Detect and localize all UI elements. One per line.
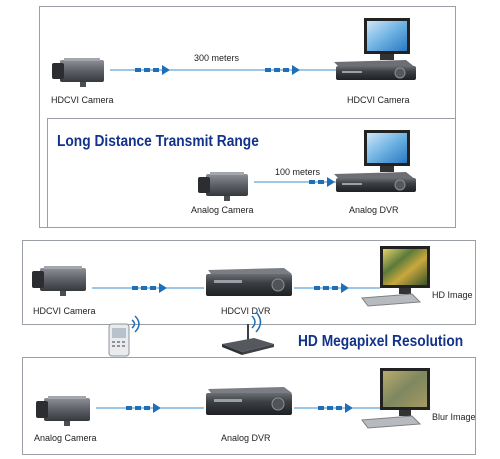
hdcvi-dvr-icon [206, 268, 292, 296]
analog-camera-icon [198, 172, 248, 201]
hdcvi-camera-icon-2 [32, 266, 86, 296]
long-distance-title: Long Distance Transmit Range [57, 133, 259, 150]
hd-monitor-icon [361, 246, 430, 307]
distance-label-300m: 300 meters [194, 53, 240, 63]
row3-source-label: HDCVI Camera [33, 306, 96, 316]
hdcvi-camera-icon [52, 58, 104, 87]
analog-dvr-icon [206, 387, 292, 415]
transmission-link-100m [254, 177, 342, 187]
row4-dest-label: Blur Image [432, 412, 476, 422]
hd-megapixel-title: HD Megapixel Resolution [298, 333, 464, 350]
link-camera-to-hdcvi-dvr [92, 283, 204, 293]
row1-source-label: HDCVI Camera [51, 95, 114, 105]
row4-middle-label: Analog DVR [221, 433, 271, 443]
row2-source-label: Analog Camera [191, 205, 254, 215]
link-dvr-to-hd-monitor [294, 283, 380, 293]
mobile-phone-icon [108, 315, 140, 357]
transmission-link-300m [110, 65, 340, 75]
link-dvr-to-blur-monitor [294, 403, 380, 413]
row1-dest-label: HDCVI Camera [347, 95, 410, 105]
row3-dest-label: HD Image [432, 290, 473, 300]
link-camera-to-analog-dvr [96, 403, 204, 413]
analog-monitor-dvr-icon [334, 130, 416, 192]
row3-middle-label: HDCVI DVR [221, 306, 271, 316]
wireless-router-icon [222, 311, 274, 355]
distance-label-100m: 100 meters [275, 167, 321, 177]
row4-source-label: Analog Camera [34, 433, 97, 443]
row2-dest-label: Analog DVR [349, 205, 399, 215]
blur-monitor-icon [361, 368, 430, 429]
analog-camera-icon-2 [36, 396, 90, 426]
hdcvi-monitor-dvr-icon [334, 18, 416, 80]
